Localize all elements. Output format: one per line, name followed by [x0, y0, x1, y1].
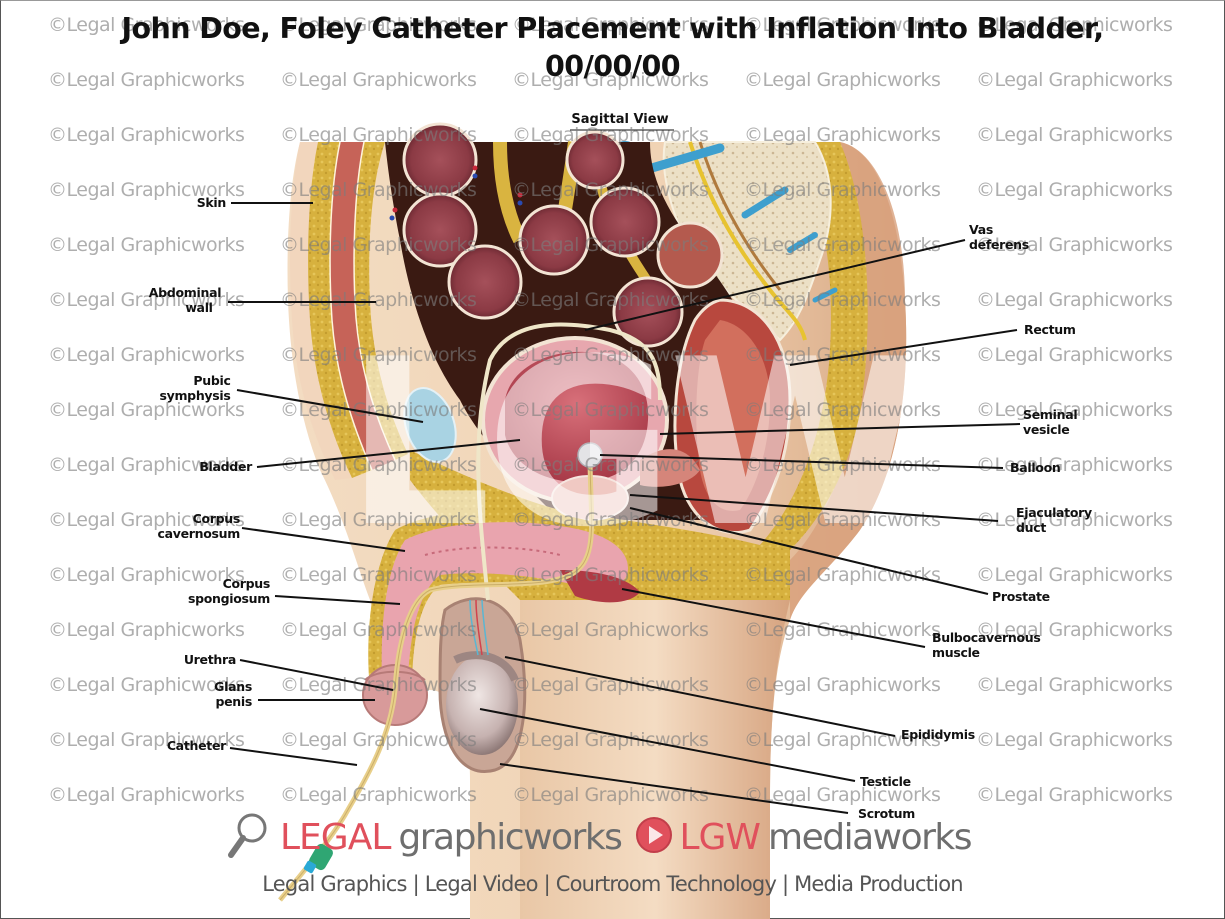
label-rectum: Rectum: [1024, 322, 1076, 337]
leader-corpus-spongiosum: [274, 595, 401, 605]
footer-brand: LEGAL graphicworks LGW mediaworks: [226, 811, 973, 863]
label-scrotum: Scrotum: [858, 806, 915, 821]
bowel-loops: [389, 122, 724, 348]
leader-ejaculatory-duct: [629, 494, 999, 522]
leader-corpus-cavernosum: [241, 527, 406, 552]
leader-urethra: [239, 659, 394, 691]
brand-legal: LEGAL: [280, 816, 391, 858]
lgw-watermark-logo: LGW: [345, 311, 922, 578]
magnifier-icon: [226, 811, 270, 863]
label-testicle: Testicle: [860, 774, 911, 789]
label-balloon: Balloon: [1010, 460, 1061, 475]
label-skin: Skin: [196, 195, 227, 210]
leader-bulbocavernous: [621, 588, 926, 648]
leader-prostate: [629, 507, 989, 595]
footer-tagline: Legal Graphics | Legal Video | Courtroom…: [262, 872, 963, 896]
play-icon: [635, 816, 673, 858]
leader-catheter: [229, 747, 358, 766]
leader-pubic-symphysis: [236, 389, 424, 423]
brand-mediaworks: mediaworks: [768, 816, 973, 858]
leader-bladder: [256, 439, 521, 468]
leader-vas-deferens: [584, 239, 966, 331]
leader-scrotum: [499, 763, 849, 814]
page-title: John Doe, Foley Catheter Placement with …: [0, 10, 1225, 86]
leader-testicle: [479, 708, 856, 782]
leader-seminal-vesicle: [659, 423, 1021, 435]
leader-balloon: [599, 454, 1004, 469]
view-label: Sagittal View: [571, 112, 669, 127]
label-prostate: Prostate: [992, 589, 1050, 604]
label-epididymis: Epididymis: [901, 727, 975, 742]
label-bladder: Bladder: [199, 459, 252, 474]
title-line-2: 00/00/00: [544, 50, 681, 83]
label-urethra: Urethra: [183, 652, 236, 667]
brand-graphicworks: graphicworks: [398, 816, 623, 858]
brand-lgw: LGW: [679, 816, 761, 858]
title-line-1: John Doe, Foley Catheter Placement with …: [121, 12, 1105, 45]
leader-epididymis: [504, 656, 896, 737]
leader-rectum: [789, 329, 1018, 366]
label-catheter: Catheter: [166, 738, 226, 753]
